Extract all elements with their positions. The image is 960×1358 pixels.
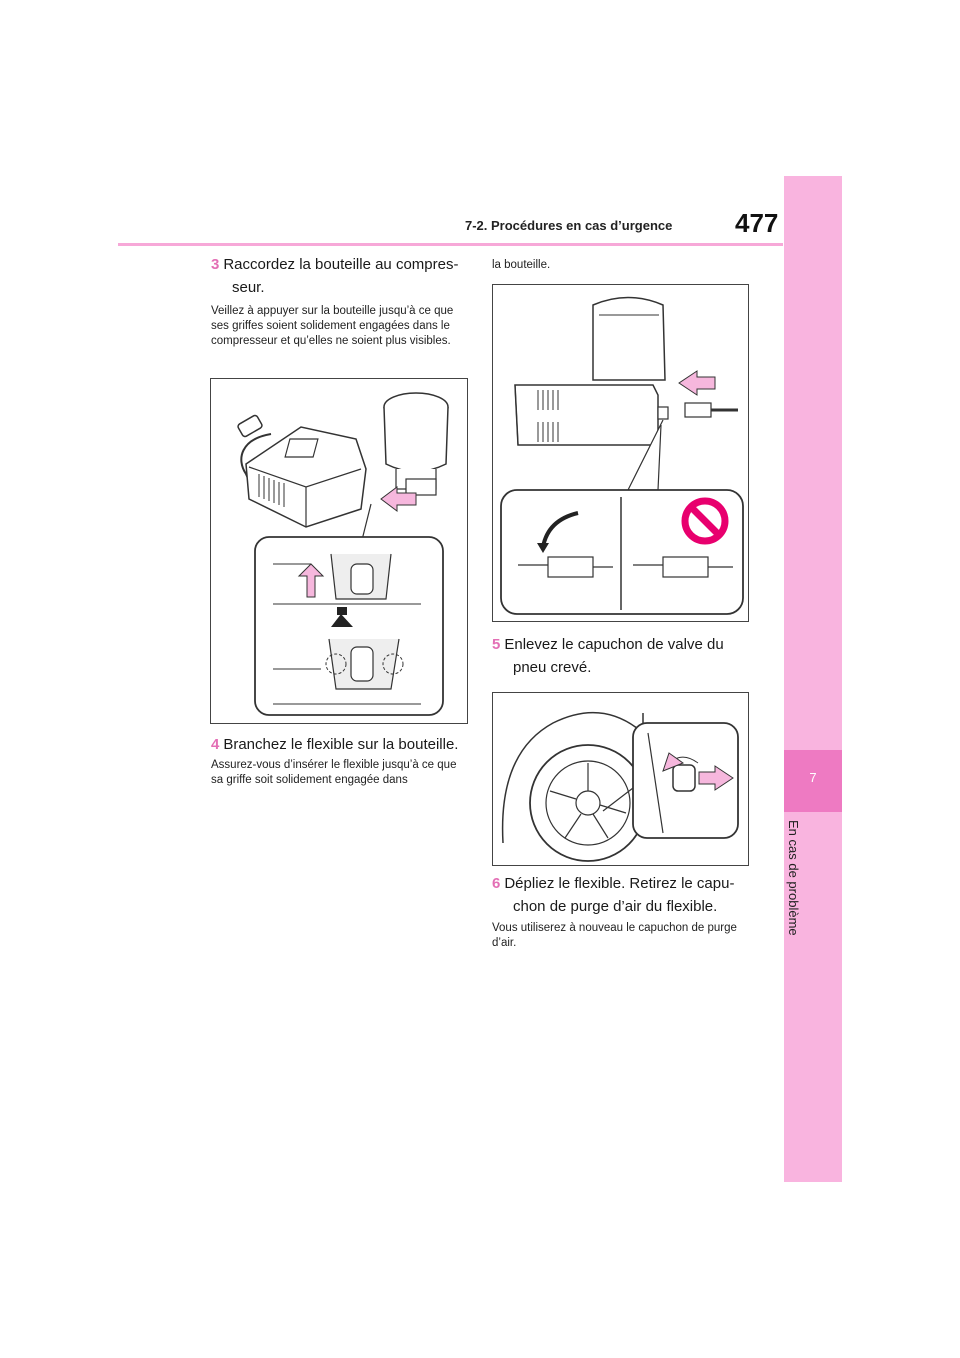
- step-4-note: Assurez-vous d’insérer le flexible jusqu…: [211, 759, 457, 786]
- step-text-line2: seur.: [232, 279, 265, 296]
- step-text-line2: chon de purge d’air du flexible.: [513, 898, 718, 915]
- step-number: 3: [211, 256, 220, 273]
- step-number: 6: [492, 875, 501, 892]
- step-number: 4: [211, 736, 220, 753]
- chapter-label-container: En cas de problème: [786, 820, 806, 950]
- hose-connection-illustration: [500, 296, 744, 615]
- valve-cap-illustration: [501, 711, 739, 862]
- step-text-line1: Enlevez le capuchon de valve du: [504, 636, 724, 653]
- step-number: 5: [492, 636, 501, 653]
- compressor-bottle-illustration: [237, 392, 449, 716]
- step-text-line1: Raccordez la bouteille au compres-: [223, 256, 459, 273]
- chapter-number-tab: 7: [784, 750, 842, 812]
- figure-valve-cap: [492, 692, 749, 866]
- step-4-note-continued: la bouteille.: [492, 259, 551, 271]
- figure-bottle-compressor: [210, 378, 468, 724]
- chapter-side-tab: [784, 176, 842, 1182]
- step-text-line2: pneu crevé.: [513, 659, 592, 676]
- step-text-line1: Dépliez le flexible. Retirez le capu-: [504, 875, 735, 892]
- page-number: 477: [735, 208, 779, 238]
- section-title: 7-2. Procédures en cas d’urgence: [465, 218, 673, 233]
- header-rule: [118, 243, 783, 246]
- chapter-label: En cas de problème: [786, 820, 801, 936]
- chapter-number: 7: [809, 770, 817, 785]
- step-3-note: Veillez à appuyer sur la bouteille jusqu…: [211, 305, 454, 347]
- figure-hose-connection: [492, 284, 749, 622]
- step-6-note: Vous utiliserez à nouveau le capuchon de…: [492, 922, 737, 949]
- step-text-line1: Branchez le flexible sur la bouteille.: [223, 736, 459, 753]
